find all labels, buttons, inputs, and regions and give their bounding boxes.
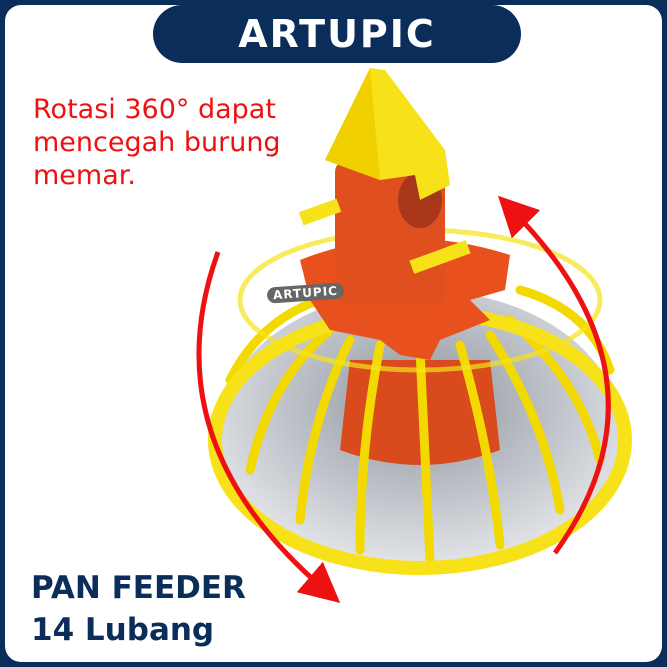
- brand-name: ARTUPIC: [238, 12, 436, 56]
- product-variant: 14 Lubang: [31, 612, 215, 648]
- claim-line: memar.: [33, 160, 136, 191]
- claim-line: Rotasi 360° dapat: [33, 94, 276, 125]
- pan-feeder-illustration: [196, 68, 632, 604]
- feature-claim: Rotasi 360° dapat mencegah burung memar.: [33, 93, 281, 192]
- rotation-arrow-left: [196, 251, 341, 604]
- product-image: ARTUPIC ARTUPIC Rotasi 360° dapat menceg…: [5, 5, 662, 662]
- grill-bars: [225, 285, 615, 565]
- claim-line: mencegah burung: [33, 127, 281, 158]
- brand-banner: ARTUPIC: [153, 5, 521, 63]
- product-title: PAN FEEDER 14 Lubang: [31, 567, 246, 651]
- product-name: PAN FEEDER: [31, 570, 246, 606]
- rotation-arrow-right: [497, 195, 611, 555]
